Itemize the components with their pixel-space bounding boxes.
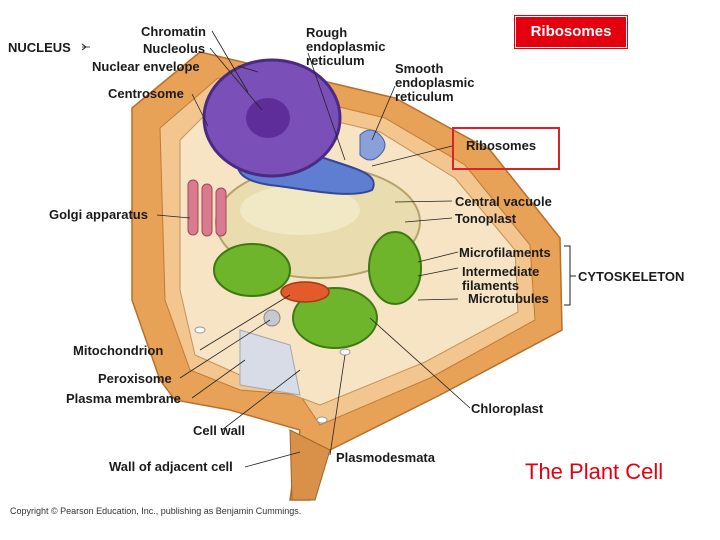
mitochondrion — [280, 281, 330, 303]
smooth-er — [359, 129, 386, 161]
chloroplast — [213, 231, 422, 349]
label-cell-wall: Cell wall — [193, 423, 246, 438]
copyright-text: Copyright © Pearson Education, Inc., pub… — [10, 506, 302, 516]
nucleus-bracket — [81, 43, 87, 51]
label-nucleolus: Nucleolus — [143, 41, 206, 56]
adjacent-cell-wall — [289, 429, 331, 501]
label-cytoskeleton: CYTOSKELETON — [578, 269, 685, 284]
slide-title: The Plant Cell — [525, 459, 664, 484]
label-nucleus: NUCLEUS — [8, 40, 71, 55]
label-chloroplast: Chloroplast — [471, 401, 544, 416]
cytoskeleton-bracket — [564, 245, 576, 306]
label-chromatin: Chromatin — [141, 24, 206, 39]
ribosomes-highlight-box — [452, 127, 560, 170]
golgi-apparatus — [187, 179, 227, 237]
plasmodesmata — [194, 326, 351, 424]
plasma-membrane — [239, 329, 301, 396]
label-ribosomes: Ribosomes — [466, 138, 537, 153]
nucleolus — [246, 98, 290, 138]
label-microfilaments: Microfilaments — [459, 245, 551, 260]
ribosomes-badge: Ribosomes — [515, 16, 627, 48]
label-peroxisome: Peroxisome — [98, 371, 172, 386]
label-microtubules: Microtubules — [468, 291, 549, 306]
label-centrosome: Centrosome — [108, 86, 184, 101]
label-wall-adjacent-cell: Wall of adjacent cell — [109, 459, 233, 474]
label-nuclear-envelope: Nuclear envelope — [92, 59, 200, 74]
label-golgi: Golgi apparatus — [49, 207, 148, 222]
peroxisome — [263, 309, 281, 327]
label-tonoplast: Tonoplast — [455, 211, 517, 226]
label-mitochondrion: Mitochondrion — [73, 343, 164, 358]
label-plasmodesmata: Plasmodesmata — [336, 450, 435, 465]
label-plasma-membrane: Plasma membrane — [66, 391, 181, 406]
leader-lines — [82, 30, 471, 468]
label-intermediate-filaments: Intermediate filaments — [462, 264, 540, 293]
label-smooth-er: Smooth endoplasmic reticulum — [395, 61, 475, 104]
label-rough-er: Rough endoplasmic reticulum — [306, 25, 386, 68]
label-central-vacuole: Central vacuole — [455, 194, 552, 209]
